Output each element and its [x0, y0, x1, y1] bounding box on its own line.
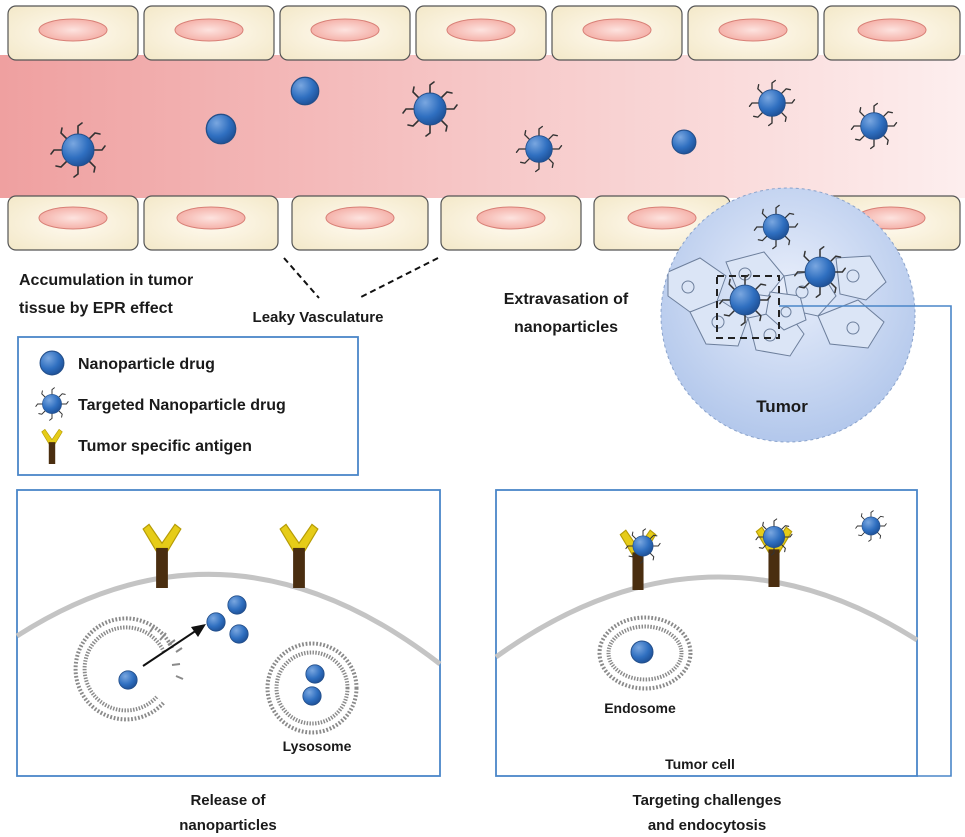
leaky-pointer-right	[358, 257, 439, 299]
endothelial-cell	[7, 5, 139, 61]
endothelial-cells-bottom	[7, 195, 961, 251]
nanoparticle-icon	[302, 686, 322, 706]
blood-vessel	[0, 5, 965, 251]
endosome	[597, 615, 693, 691]
nanoparticle-icon	[39, 350, 65, 376]
endothelial-cell	[279, 5, 411, 61]
targeting-caption-line2: and endocytosis	[648, 817, 766, 834]
ruptured-vesicle	[73, 616, 184, 722]
release-panel: Lysosome	[15, 489, 442, 777]
tumor-label: Tumor	[756, 397, 808, 416]
endothelial-cells-top	[7, 5, 961, 61]
legend-item-antigen: Tumor specific antigen	[41, 428, 252, 465]
tumor: Tumor	[660, 187, 916, 443]
zoom-connector	[779, 305, 952, 777]
nanoparticle-icon	[305, 664, 325, 684]
nanoparticle-icon	[630, 640, 654, 664]
release-caption-line1: Release of	[190, 792, 266, 809]
endothelial-cell	[143, 195, 279, 251]
cell-membrane	[494, 574, 919, 660]
leaky-pointer-left	[283, 257, 320, 299]
endothelial-cell	[440, 195, 582, 251]
nanoparticle-icon	[118, 670, 138, 690]
cell-membrane	[15, 571, 442, 666]
endothelial-cell	[7, 195, 139, 251]
leaky-vasculature-label: Leaky Vasculature	[253, 309, 384, 326]
legend-item-nanoparticle: Nanoparticle drug	[39, 350, 215, 376]
nanoparticle-icon	[290, 76, 320, 106]
endothelial-cell	[823, 5, 961, 61]
tumor-cell-cluster	[667, 251, 887, 357]
targeting-caption-line1: Targeting challenges	[633, 792, 782, 809]
endothelial-cell	[143, 5, 275, 61]
legend-item-label: Tumor specific antigen	[78, 438, 252, 455]
legend-box	[17, 336, 359, 476]
accumulation-label-line1: Accumulation in tumor	[19, 272, 193, 289]
vessel-lumen	[0, 55, 965, 198]
endosome-label: Endosome	[604, 700, 676, 716]
tumor-cell-label: Tumor cell	[665, 756, 735, 772]
lysosome	[265, 641, 359, 735]
nanoparticle-icon	[205, 113, 237, 145]
lysosome-label: Lysosome	[283, 738, 352, 754]
release-arrow	[142, 627, 201, 667]
extravasation-label-line2: nanoparticles	[514, 319, 618, 336]
release-arrow-head	[191, 624, 206, 637]
legend: Nanoparticle drug Targeted Nanoparticle …	[17, 336, 359, 476]
targeting-panel: Endosome Tumor cell	[494, 489, 919, 777]
nanoparticle-icon	[229, 624, 249, 644]
extravasation-label-line1: Extravasation of	[504, 291, 629, 308]
nanoparticle-icon	[227, 595, 247, 615]
legend-item-targeted-nanoparticle: Targeted Nanoparticle drug	[35, 387, 286, 421]
release-caption-line2: nanoparticles	[179, 817, 277, 834]
legend-item-label: Targeted Nanoparticle drug	[78, 397, 286, 414]
endothelial-cell	[687, 5, 819, 61]
endothelial-cell	[415, 5, 547, 61]
accumulation-label-line2: tissue by EPR effect	[19, 300, 174, 317]
endothelial-cell	[551, 5, 683, 61]
targeting-panel-frame	[495, 489, 918, 777]
endothelial-cell	[291, 195, 429, 251]
legend-item-label: Nanoparticle drug	[78, 356, 215, 373]
release-panel-frame	[16, 489, 441, 777]
nanoparticle-icon	[671, 129, 697, 155]
nanoparticle-icon	[206, 612, 226, 632]
